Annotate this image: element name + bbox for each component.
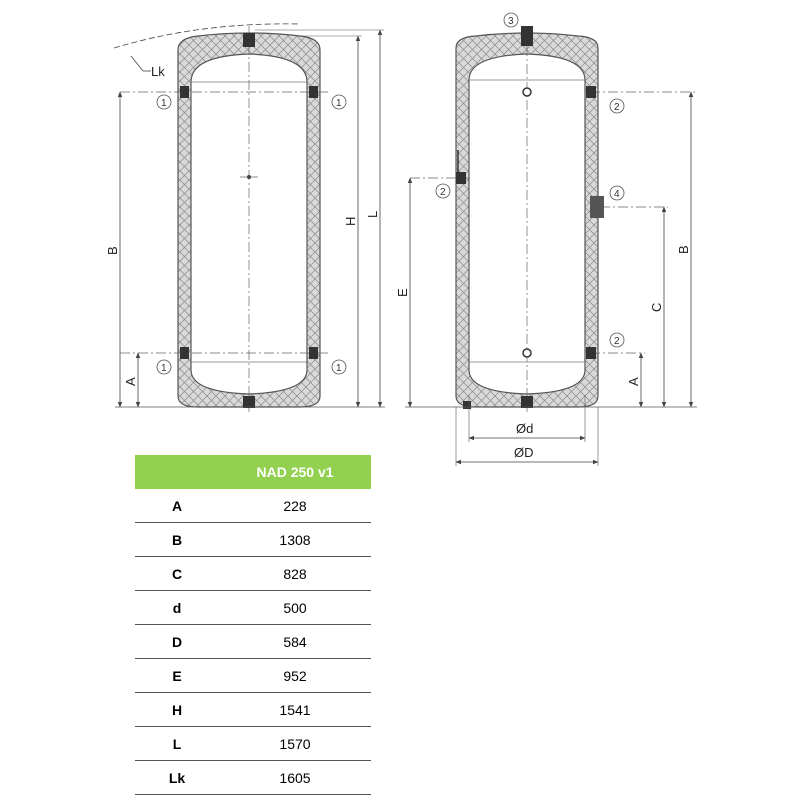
label-d-large: ØD [514, 445, 534, 460]
row-param: L [135, 726, 219, 761]
callout-1-bottom-left: 1 [156, 359, 172, 375]
label-e: E [395, 288, 410, 297]
row-value: 1541 [219, 692, 371, 727]
label-a-left: A [123, 377, 138, 386]
row-param: C [135, 556, 219, 591]
row-param: E [135, 658, 219, 693]
svg-text:3: 3 [508, 16, 514, 27]
right-tank-body [468, 53, 586, 395]
row-param: D [135, 624, 219, 659]
table-header-row: NAD 250 v1 [135, 455, 371, 489]
row-param: Lk [135, 760, 219, 795]
svg-text:1: 1 [161, 363, 167, 374]
table-header-param [135, 455, 219, 489]
svg-text:2: 2 [614, 102, 620, 113]
callout-1-top-left: 1 [156, 94, 172, 110]
callout-3-top: 3 [503, 12, 519, 28]
svg-text:2: 2 [440, 187, 446, 198]
row-param: A [135, 489, 219, 523]
callout-2-top-right: 2 [609, 98, 625, 114]
label-b-right: B [676, 245, 691, 254]
label-h: H [343, 217, 358, 226]
svg-text:1: 1 [336, 98, 342, 109]
label-l: L [365, 211, 380, 218]
callout-1-bottom-right: 1 [331, 359, 347, 375]
svg-text:4: 4 [614, 189, 620, 200]
table-header-model: NAD 250 v1 [219, 455, 371, 489]
row-value: 1308 [219, 522, 371, 557]
row-value: 228 [219, 489, 371, 523]
right-tank-view: 3 2 2 4 2 E A C B [395, 12, 697, 466]
callout-2-left: 2 [435, 183, 451, 199]
label-a-right: A [626, 377, 641, 386]
svg-text:1: 1 [336, 363, 342, 374]
row-value: 1605 [219, 760, 371, 795]
label-b-left: B [105, 246, 120, 255]
label-c: C [649, 303, 664, 312]
callout-4-right: 4 [609, 185, 625, 201]
row-value: 828 [219, 556, 371, 591]
row-value: 500 [219, 590, 371, 625]
label-d-small: Ød [516, 421, 533, 436]
row-value: 584 [219, 624, 371, 659]
label-lk: Lk [151, 64, 165, 79]
row-value: 1570 [219, 726, 371, 761]
row-value: 952 [219, 658, 371, 693]
callout-1-top-right: 1 [331, 94, 347, 110]
callout-2-bottom-right: 2 [609, 332, 625, 348]
row-param: d [135, 590, 219, 625]
svg-text:1: 1 [161, 98, 167, 109]
svg-text:2: 2 [614, 336, 620, 347]
row-param: B [135, 522, 219, 557]
left-tank-view: Lk 1 1 1 1 B A H L [105, 23, 385, 412]
row-param: H [135, 692, 219, 727]
